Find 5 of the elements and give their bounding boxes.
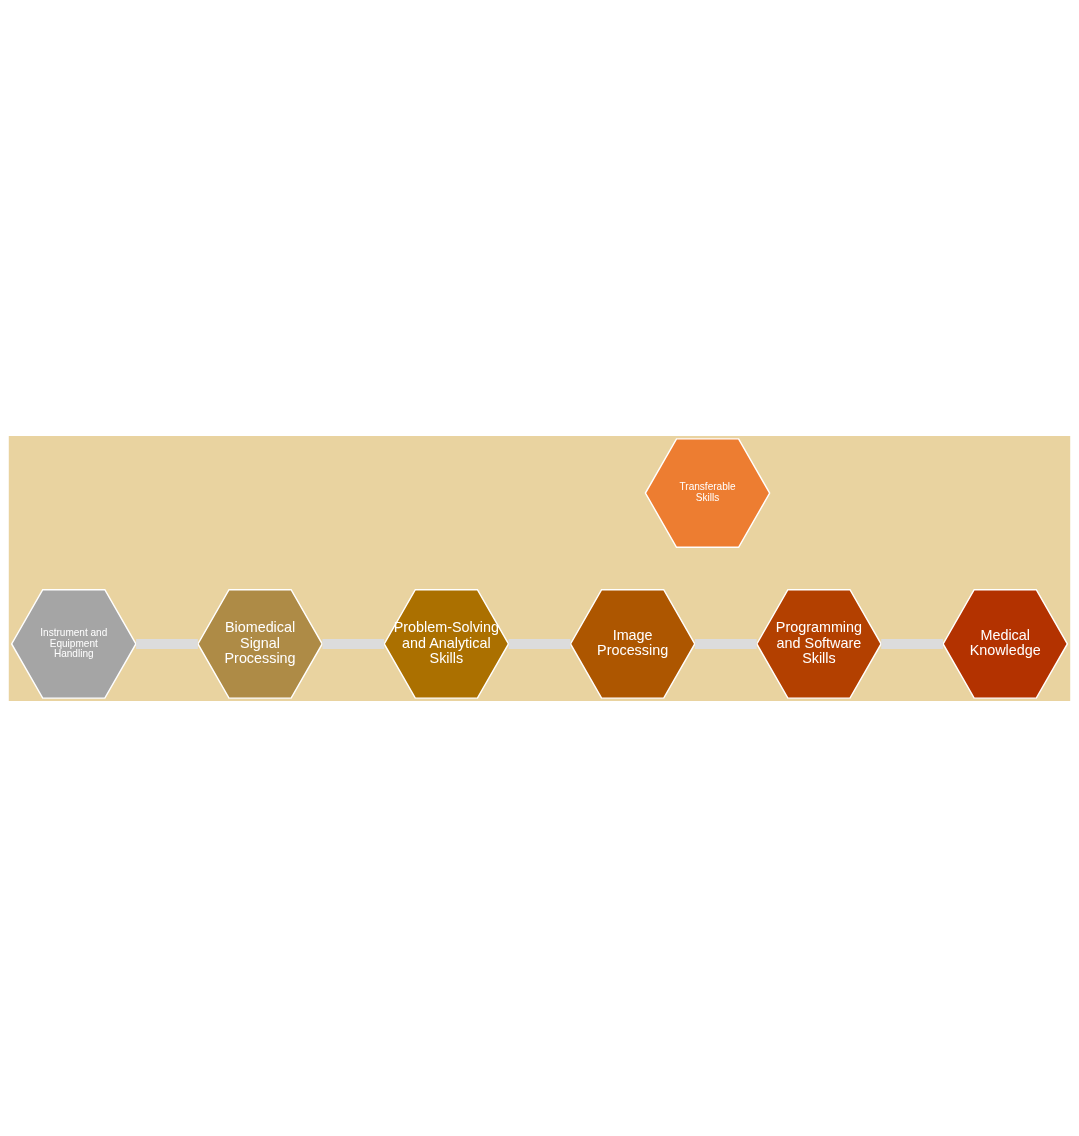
connector <box>694 638 757 649</box>
connector <box>508 638 571 649</box>
connector <box>322 638 385 649</box>
connector <box>136 638 198 649</box>
connector <box>881 638 943 649</box>
